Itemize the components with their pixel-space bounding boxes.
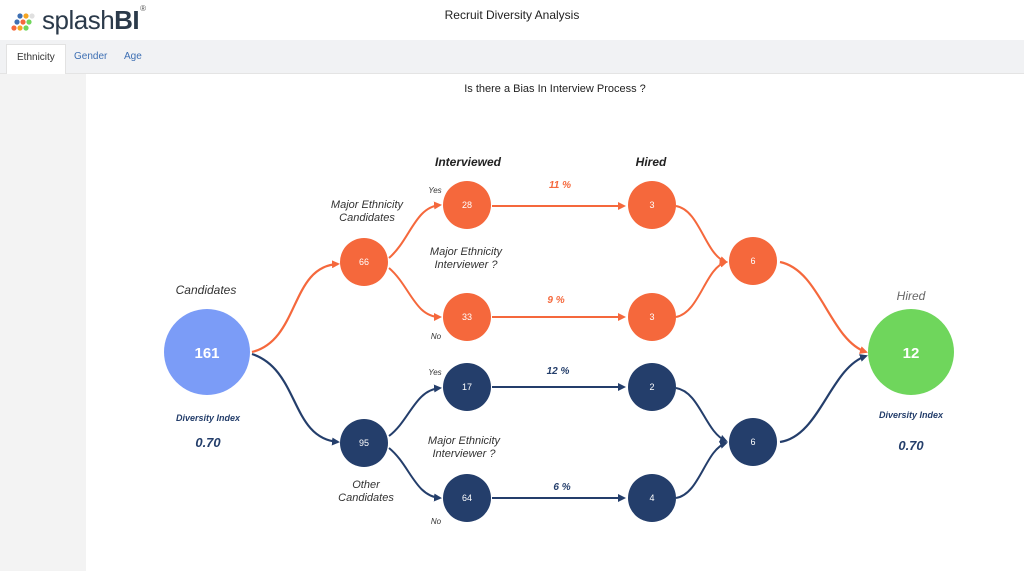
edge-other-yes-total	[675, 387, 728, 443]
label-other-candidates-1: Other	[352, 479, 381, 491]
node-major-no-interviewed-value: 33	[462, 312, 472, 322]
label-interviewer-q-other-1: Major Ethnicity	[428, 435, 502, 447]
node-other-value: 95	[359, 438, 369, 448]
label-yes-other: Yes	[428, 368, 441, 377]
tab-ethnicity[interactable]: Ethnicity	[6, 44, 66, 74]
diagram-question: Is there a Bias In Interview Process ?	[464, 83, 646, 95]
rate-other-yes: 12 %	[547, 366, 570, 377]
app-header: splashBI ® Recruit Diversity Analysis	[0, 0, 1024, 40]
node-other-yes-interviewed[interactable]: 17	[443, 363, 491, 411]
edge-candidates-major	[251, 260, 340, 354]
edge-major-no	[388, 267, 442, 321]
node-candidates[interactable]: 161	[164, 309, 250, 395]
edge-major-yes-total	[675, 205, 728, 264]
node-major-yes-interviewed-value: 28	[462, 200, 472, 210]
edge-other-total-hired	[779, 354, 868, 444]
edge-other-yes	[388, 384, 442, 437]
node-major-yes-interviewed[interactable]: 28	[443, 181, 491, 229]
page-title: Recruit Diversity Analysis	[444, 8, 580, 22]
node-other-no-hired-value: 4	[649, 493, 654, 503]
node-other-yes-hired[interactable]: 2	[628, 363, 676, 411]
node-candidates-value: 161	[194, 345, 219, 362]
node-major-no-hired[interactable]: 3	[628, 293, 676, 341]
node-major-hired-total[interactable]: 6	[729, 237, 777, 285]
label-interviewer-q-other-2: Interviewer ?	[433, 448, 497, 460]
node-major-no-interviewed[interactable]: 33	[443, 293, 491, 341]
header-hired: Hired	[636, 155, 667, 169]
node-other[interactable]: 95	[340, 419, 388, 467]
main-panel: Is there a Bias In Interview Process ?	[86, 74, 1024, 571]
edge-major-yes	[388, 201, 442, 259]
label-no-major: No	[431, 332, 442, 341]
edge-candidates-other	[251, 352, 340, 446]
diversity-index-value-left: 0.70	[195, 435, 221, 450]
label-candidates: Candidates	[176, 283, 237, 297]
splashbi-logo[interactable]: splashBI ®	[10, 4, 146, 36]
node-major[interactable]: 66	[340, 238, 388, 286]
node-hired-total[interactable]: 12	[868, 309, 954, 395]
node-other-no-interviewed-value: 64	[462, 493, 472, 503]
edge-major-total-hired	[779, 260, 868, 354]
node-other-yes-interviewed-value: 17	[462, 382, 472, 392]
tab-bar: Ethnicity Gender Age	[0, 40, 1024, 74]
header-interviewed: Interviewed	[435, 155, 502, 169]
diversity-index-label-left: Diversity Index	[176, 413, 241, 423]
registered-icon: ®	[140, 3, 147, 13]
diversity-index-label-right: Diversity Index	[879, 410, 944, 420]
node-other-hired-total[interactable]: 6	[729, 418, 777, 466]
label-other-candidates-2: Candidates	[338, 492, 394, 504]
node-major-yes-hired-value: 3	[649, 200, 654, 210]
label-interviewer-q-major-1: Major Ethnicity	[430, 246, 504, 258]
node-other-no-interviewed[interactable]: 64	[443, 474, 491, 522]
tab-age[interactable]: Age	[124, 51, 142, 62]
node-hired-total-value: 12	[903, 345, 920, 362]
node-major-yes-hired[interactable]: 3	[628, 181, 676, 229]
rate-other-no: 6 %	[553, 482, 570, 493]
edge-major-no-total	[675, 259, 728, 318]
node-major-no-hired-value: 3	[649, 312, 654, 322]
tab-gender[interactable]: Gender	[74, 51, 108, 62]
label-major-candidates-2: Candidates	[339, 212, 395, 224]
edge-other-no	[388, 447, 442, 502]
label-interviewer-q-major-2: Interviewer ?	[435, 259, 499, 271]
label-yes-major: Yes	[428, 186, 441, 195]
left-sidebar	[0, 74, 86, 571]
logo-text: splashBI	[42, 4, 140, 35]
label-no-other: No	[431, 517, 442, 526]
diversity-index-value-right: 0.70	[898, 438, 924, 453]
logo-dots-icon	[10, 8, 38, 32]
node-other-yes-hired-value: 2	[649, 382, 654, 392]
label-major-candidates-1: Major Ethnicity	[331, 199, 405, 211]
rate-major-no: 9 %	[547, 295, 564, 306]
node-major-value: 66	[359, 257, 369, 267]
rate-major-yes: 11 %	[549, 180, 571, 191]
label-hired-total: Hired	[897, 289, 926, 303]
node-major-hired-total-value: 6	[750, 256, 755, 266]
edge-other-no-total	[675, 441, 728, 499]
node-other-no-hired[interactable]: 4	[628, 474, 676, 522]
node-other-hired-total-value: 6	[750, 437, 755, 447]
